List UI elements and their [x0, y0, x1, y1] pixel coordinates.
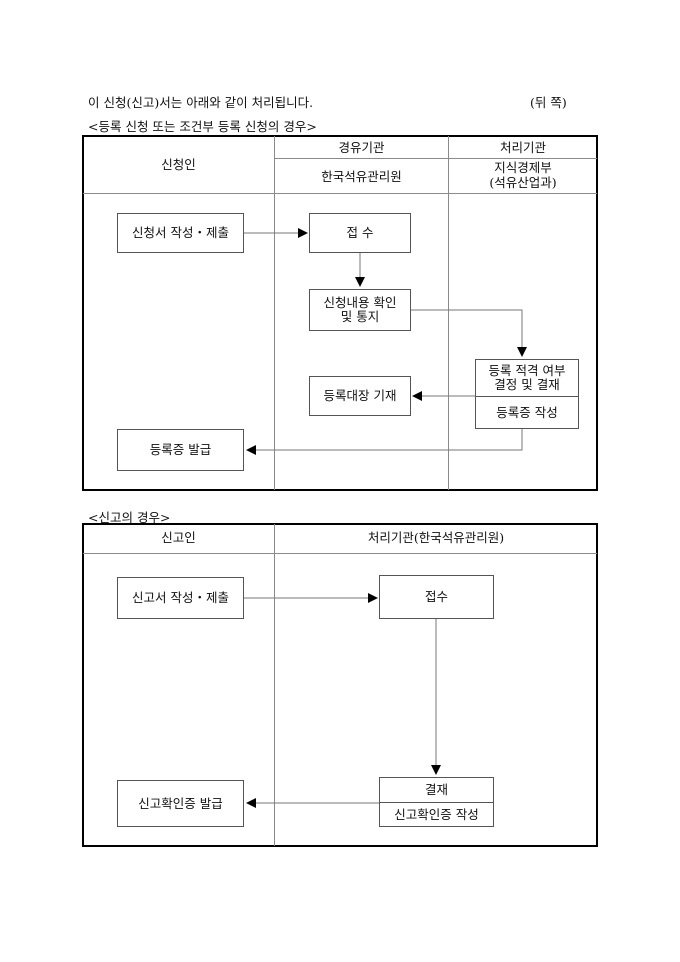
- arrowhead-down-2: [517, 347, 527, 357]
- section1-flowchart-frame: [82, 135, 598, 491]
- section1-title: <등록 신청 또는 조건부 등록 신청의 경우>: [88, 119, 317, 134]
- section2-title: <신고의 경우>: [88, 510, 171, 525]
- step-approve-upper: 결재: [380, 778, 493, 803]
- step-receive-label: 접 수: [346, 225, 374, 240]
- col-proc2-header: 처리기관(한국석유관리원): [367, 530, 505, 545]
- page-side-label: (뒤 쪽): [530, 95, 567, 110]
- section2-header-rule: [83, 553, 597, 554]
- step-confirm-notify: 신청내용 확인 및 통지: [309, 289, 411, 331]
- step-issue-label: 등록증 발급: [149, 442, 212, 457]
- step-confirm-line2: 및 통지: [340, 309, 380, 324]
- section1-header-rule: [83, 193, 597, 194]
- step-cert-write-label: 등록증 작성: [496, 405, 558, 420]
- step-approve-label: 결재: [424, 782, 448, 797]
- step-report-cert-label: 신고확인증 작성: [394, 807, 479, 822]
- step-submit-application-label: 신청서 작성・제출: [132, 225, 229, 240]
- col-via-org: 한국석유관리원: [321, 169, 402, 184]
- section1-divider-2: [448, 136, 449, 490]
- section2-flowchart-frame: [82, 523, 598, 847]
- step-decide-approve: 등록 적격 여부 결정 및 결재 등록증 작성: [475, 359, 579, 429]
- step-register-ledger: 등록대장 기재: [309, 376, 411, 416]
- arrow-confirm-to-decide-line: [411, 309, 523, 347]
- col-via-header: 경유기관: [338, 140, 385, 155]
- arrowhead-left-3: [246, 798, 256, 808]
- step-issue-report-cert: 신고확인증 발급: [117, 780, 244, 827]
- step-register-label: 등록대장 기재: [323, 388, 397, 403]
- step-submit-report-label: 신고서 작성・제출: [132, 590, 229, 605]
- step-submit-report: 신고서 작성・제출: [117, 577, 244, 619]
- arrowhead-left-2: [246, 445, 256, 455]
- col-proc-org-line1: 지식경제부: [494, 160, 552, 175]
- col-reporter-header: 신고인: [161, 530, 196, 545]
- intro-text: 이 신청(신고)서는 아래와 같이 처리됩니다.: [88, 95, 314, 110]
- arrowhead-down-1: [355, 277, 365, 287]
- col-applicant-header: 신청인: [161, 157, 196, 172]
- step-report-cert-lower: 신고확인증 작성: [380, 803, 493, 827]
- step-cert-write-lower: 등록증 작성: [476, 397, 578, 429]
- col-proc-org-line2: (석유산업과): [489, 175, 557, 190]
- step-decide-line2: 결정 및 결재: [494, 377, 560, 392]
- step-submit-application: 신청서 작성・제출: [117, 213, 244, 253]
- arrowhead-left-1: [412, 391, 422, 401]
- step-approve-report: 결재 신고확인증 작성: [379, 777, 494, 827]
- section2-divider: [274, 524, 275, 846]
- arrowhead-down-3: [431, 765, 441, 775]
- step-issue-report-cert-label: 신고확인증 발급: [138, 795, 223, 811]
- step-confirm-line1: 신청내용 확인: [323, 295, 397, 310]
- step-receive-report: 접수: [379, 575, 494, 619]
- col-proc-header: 처리기관: [499, 140, 546, 155]
- step-receive: 접 수: [309, 213, 411, 253]
- step-decide-upper: 등록 적격 여부 결정 및 결재: [476, 360, 578, 397]
- section1-divider-1: [274, 136, 275, 490]
- section1-subheader-rule: [275, 158, 597, 159]
- arrow-decide-to-issue-line: [256, 429, 523, 451]
- step-decide-line1: 등록 적격 여부: [488, 363, 566, 378]
- arrowhead-right-1: [298, 228, 308, 238]
- step-issue-certificate: 등록증 발급: [117, 429, 244, 471]
- arrowhead-right-2: [368, 593, 378, 603]
- step-receive-report-label: 접수: [424, 589, 448, 604]
